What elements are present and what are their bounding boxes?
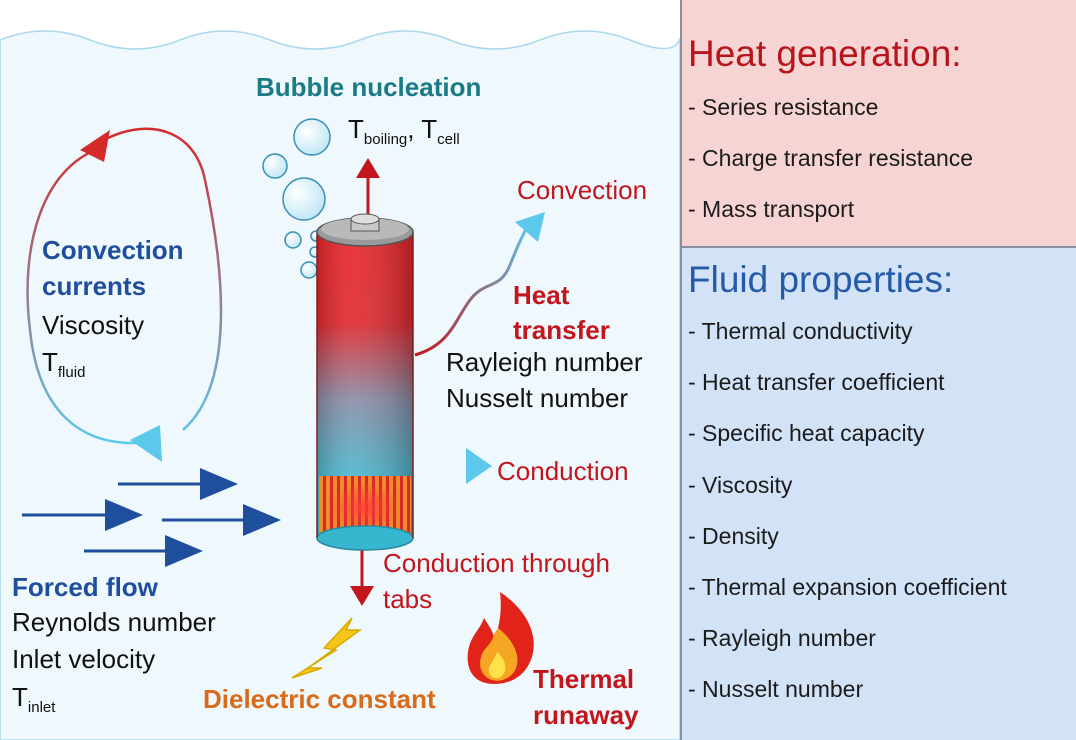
list-item: - Density bbox=[688, 522, 779, 549]
inlet-velocity-label: Inlet velocity bbox=[12, 644, 156, 674]
convection-loop-red-arrowhead bbox=[80, 130, 110, 162]
list-item: - Thermal conductivity bbox=[688, 318, 913, 344]
convection-currents-line-1: Convection bbox=[42, 235, 184, 265]
flame-icon bbox=[467, 592, 534, 684]
reynolds-number-label: Reynolds number bbox=[12, 607, 216, 637]
list-item: - Nusselt number bbox=[688, 676, 864, 703]
lightning-icon bbox=[291, 617, 363, 679]
bubble-arrow-head bbox=[356, 158, 380, 178]
fluid-properties-list: - Thermal conductivity - Heat transfer c… bbox=[688, 318, 1007, 728]
convection-label: Convection bbox=[517, 175, 648, 205]
tabs-arrowhead bbox=[350, 586, 374, 606]
nusselt-number-label: Nusselt number bbox=[446, 383, 629, 413]
diagram-artwork bbox=[0, 30, 680, 740]
heat-generation-list: - Series resistance - Charge transfer re… bbox=[688, 94, 973, 247]
fluid-properties-title: Fluid properties: bbox=[688, 259, 954, 300]
heat-transfer-arrowhead bbox=[515, 212, 545, 242]
fluid-properties-panel: Fluid properties: - Thermal conductivity… bbox=[680, 248, 1076, 740]
list-item: - Series resistance bbox=[688, 94, 879, 120]
temperature-inlet-label: Tinlet bbox=[12, 682, 56, 716]
heat-generation-title: Heat generation: bbox=[688, 33, 962, 74]
thermal-runaway-line-1: Thermal bbox=[533, 664, 635, 694]
conduction-arrowhead bbox=[466, 448, 492, 484]
conduction-tabs-line-1: Conduction through bbox=[383, 548, 610, 578]
temperature-fluid-label: Tfluid bbox=[42, 347, 86, 381]
convection-currents-line-2: currents bbox=[42, 271, 147, 301]
forced-flow-label: Forced flow bbox=[12, 572, 158, 602]
heat-transfer-arrow bbox=[414, 221, 532, 357]
list-item: - Heat transfer coefficient bbox=[688, 369, 945, 396]
list-item: - Thermal expansion coefficient bbox=[688, 573, 1007, 600]
heat-transfer-line-1: Heat bbox=[513, 280, 570, 310]
bubbles bbox=[262, 118, 331, 279]
dielectric-constant-label: Dielectric constant bbox=[203, 684, 436, 714]
thermal-runaway-line-2: runaway bbox=[533, 700, 639, 730]
viscosity-label: Viscosity bbox=[42, 310, 145, 340]
conduction-label: Conduction bbox=[497, 456, 629, 486]
convection-loop bbox=[26, 127, 223, 445]
list-item: - Viscosity bbox=[688, 471, 793, 498]
forced-flow-arrows bbox=[22, 468, 281, 567]
list-item: - Specific heat capacity bbox=[688, 420, 925, 447]
list-item: - Mass transport bbox=[688, 196, 855, 222]
convection-loop-cyan-arrowhead bbox=[130, 425, 162, 462]
heat-generation-panel: Heat generation: - Series resistance - C… bbox=[680, 0, 1076, 248]
rayleigh-number-label: Rayleigh number bbox=[446, 347, 643, 377]
bubble-nucleation-label: Bubble nucleation bbox=[256, 72, 482, 102]
list-item: - Rayleigh number bbox=[688, 625, 876, 652]
list-item: - Charge transfer resistance bbox=[688, 145, 974, 171]
temperature-boiling-cell-label: Tboiling, Tcell bbox=[348, 114, 460, 148]
heat-transfer-line-2: transfer bbox=[513, 315, 610, 345]
battery-cell bbox=[316, 213, 414, 551]
conduction-tabs-line-2: tabs bbox=[383, 584, 433, 614]
